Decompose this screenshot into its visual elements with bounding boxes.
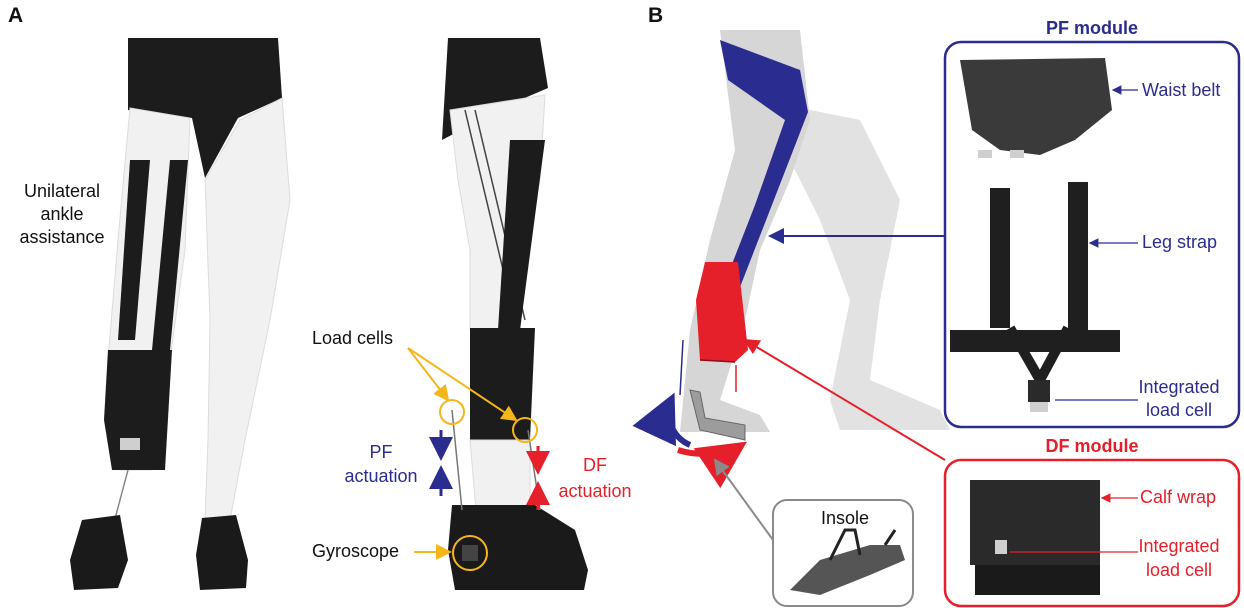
df-load-cell-line-2: load cell (1124, 558, 1234, 582)
pf-actuation-label: PF actuation (336, 440, 426, 488)
pf-load-cell-line-2: load cell (1124, 399, 1234, 422)
pf-integrated-load-cell-label: Integrated load cell (1124, 376, 1234, 422)
df-actuation-line-1: DF (550, 452, 640, 478)
side-mannequin-photo (442, 38, 588, 590)
panel-a-letter: A (8, 4, 23, 28)
df-actuation-label: DF actuation (550, 452, 640, 504)
gyroscope-label: Gyroscope (312, 541, 399, 562)
waist-belt-label: Waist belt (1142, 80, 1220, 101)
unilateral-line-1: Unilateral (12, 180, 112, 203)
front-mannequin-photo (70, 38, 290, 590)
pf-actuation-line-1: PF (336, 440, 426, 464)
panel-b-letter: B (648, 4, 663, 28)
df-actuation-line-2: actuation (550, 478, 640, 504)
df-integrated-load-cell-label: Integrated load cell (1124, 534, 1234, 582)
pf-cable-arrow (680, 340, 683, 395)
insole-label: Insole (800, 508, 890, 529)
insole-callout-line (715, 460, 773, 540)
unilateral-line-3: assistance (12, 226, 112, 249)
pf-load-cell-line-1: Integrated (1124, 376, 1234, 399)
unilateral-label: Unilateral ankle assistance (12, 180, 112, 249)
df-load-cell-line-1: Integrated (1124, 534, 1234, 558)
unilateral-line-2: ankle (12, 203, 112, 226)
load-cells-label: Load cells (312, 328, 393, 349)
leg-strap-label: Leg strap (1142, 232, 1217, 253)
pf-module-title: PF module (1010, 18, 1174, 39)
df-module-title: DF module (1010, 436, 1174, 457)
calf-wrap-photo (970, 480, 1100, 595)
leg-silhouette (680, 30, 950, 432)
calf-wrap-label: Calf wrap (1140, 487, 1216, 508)
pf-actuation-line-2: actuation (336, 464, 426, 488)
